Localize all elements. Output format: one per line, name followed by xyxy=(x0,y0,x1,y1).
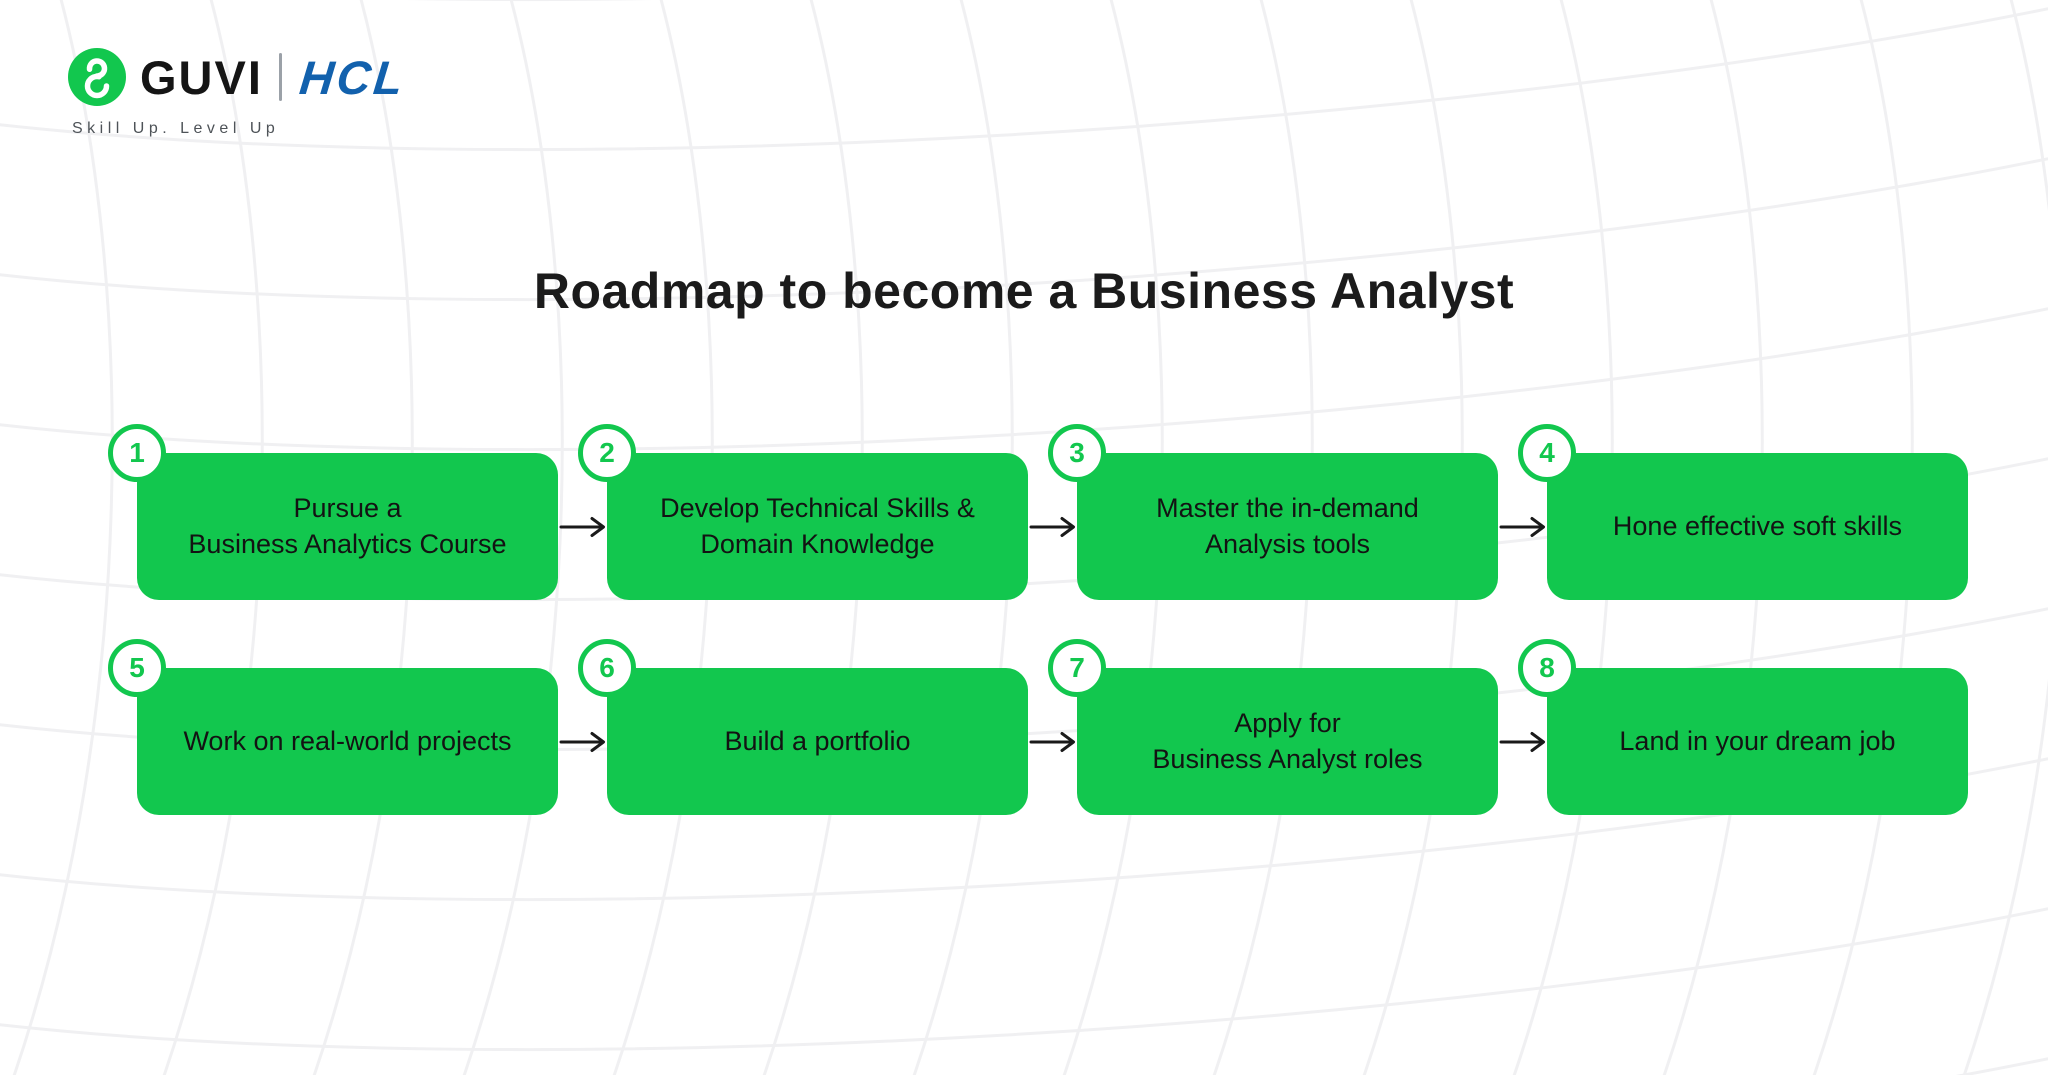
arrow-right-icon xyxy=(1028,729,1077,755)
step-number-badge: 8 xyxy=(1518,639,1576,697)
step-label: Hone effective soft skills xyxy=(1612,510,1903,541)
step-label: Work on real-world projects xyxy=(183,725,512,756)
logo-row: GUVI HCL xyxy=(68,48,409,106)
roadmap-row-2: 5 Work on real-world projects 6 Build a … xyxy=(108,639,1968,815)
step-number: 4 xyxy=(1539,437,1555,468)
step-number: 6 xyxy=(599,652,615,683)
step-number: 8 xyxy=(1539,652,1555,683)
step-label: Develop Technical Skills & Domain Knowle… xyxy=(660,492,975,559)
arrow-right-icon xyxy=(1498,729,1547,755)
step-label: Pursue a Business Analytics Course xyxy=(188,492,507,559)
arrow-right-icon xyxy=(1028,514,1077,540)
guvi-logo-icon xyxy=(68,48,126,106)
step-label: Land in your dream job xyxy=(1619,725,1896,756)
logo-lockup: GUVI HCL Skill Up. Level Up xyxy=(68,48,409,138)
arrow-right-icon xyxy=(1498,514,1547,540)
guvi-wordmark: GUVI xyxy=(140,50,263,104)
step-card-7: 7 Apply for Business Analyst roles xyxy=(1048,639,1498,815)
step-number-badge: 3 xyxy=(1048,424,1106,482)
step-number: 1 xyxy=(129,437,145,468)
step-number: 3 xyxy=(1069,437,1085,468)
step-card-6: 6 Build a portfolio xyxy=(578,639,1028,815)
step-number-badge: 6 xyxy=(578,639,636,697)
step-card-8: 8 Land in your dream job xyxy=(1518,639,1968,815)
step-label: Build a portfolio xyxy=(724,725,911,756)
step-number: 7 xyxy=(1069,652,1085,683)
step-number: 2 xyxy=(599,437,615,468)
step-number-badge: 5 xyxy=(108,639,166,697)
step-number-badge: 4 xyxy=(1518,424,1576,482)
logo-tagline: Skill Up. Level Up xyxy=(72,120,280,137)
logo-divider xyxy=(278,53,282,101)
step-number-badge: 7 xyxy=(1048,639,1106,697)
page-title: Roadmap to become a Business Analyst xyxy=(533,263,1515,319)
step-number-badge: 1 xyxy=(108,424,166,482)
step-label: Apply for Business Analyst roles xyxy=(1152,707,1423,774)
arrow-right-icon xyxy=(558,514,607,540)
step-card-4: 4 Hone effective soft skills xyxy=(1518,424,1968,600)
hcl-wordmark: HCL xyxy=(297,50,409,104)
step-number-badge: 2 xyxy=(578,424,636,482)
step-card-5: 5 Work on real-world projects xyxy=(108,639,558,815)
step-card-3: 3 Master the in-demand Analysis tools xyxy=(1048,424,1498,600)
step-card-1: 1 Pursue a Business Analytics Course xyxy=(108,424,558,600)
step-number: 5 xyxy=(129,652,145,683)
roadmap-row-1: 1 Pursue a Business Analytics Course 2 D… xyxy=(108,424,1968,600)
step-card-2: 2 Develop Technical Skills & Domain Know… xyxy=(578,424,1028,600)
arrow-right-icon xyxy=(558,729,607,755)
step-label: Master the in-demand Analysis tools xyxy=(1156,492,1419,559)
